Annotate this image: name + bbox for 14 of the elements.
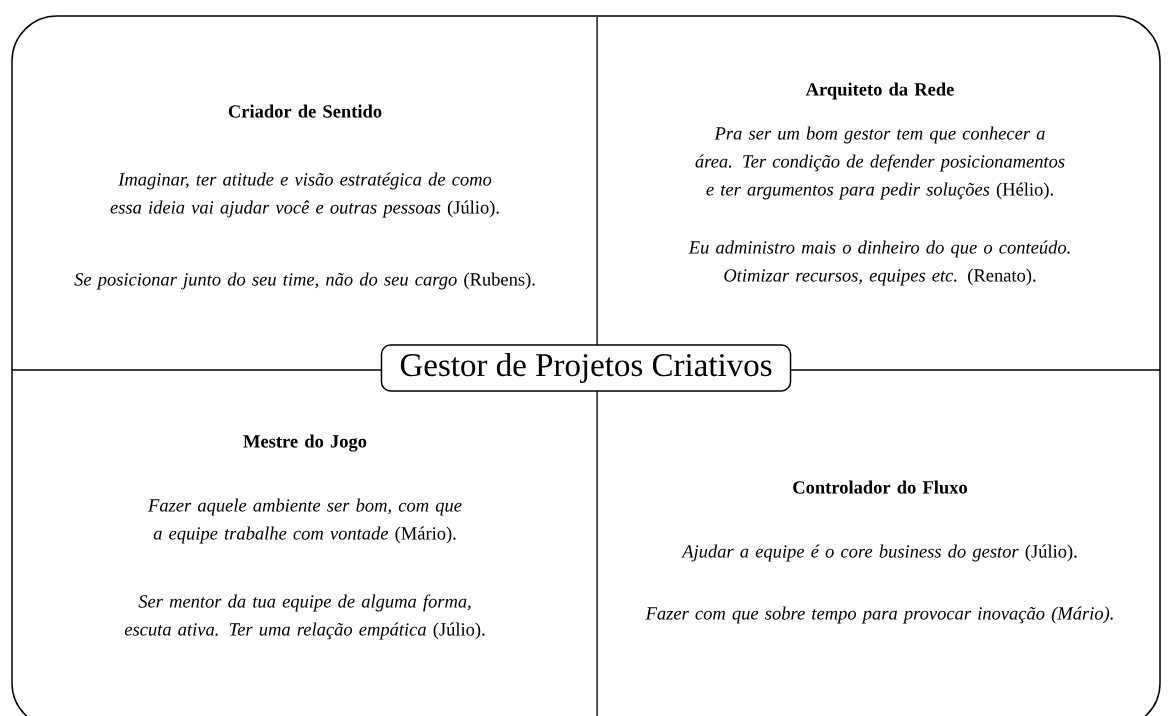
quote-text: Fazer aquele ambiente ser bom, com que a equipe trabalhe com vontade (Mário). bbox=[147, 498, 462, 544]
quote-text: Eu administro mais o dinheiro do que o conteúdo. Otimizar recursos, equipes etc. (Renato). bbox=[688, 240, 1070, 286]
quote-text: Se posicionar junto do seu time, não do seu cargo (Rubens). bbox=[74, 272, 535, 290]
title-box: Gestor de Projetos Criativos bbox=[380, 344, 792, 392]
quote-text: Ser mentor da tua equipe de alguma forma, escuta ativa. Ter uma relação empática (Júlio). bbox=[124, 594, 485, 640]
frame bbox=[11, 15, 1161, 716]
heading: Mestre do Jogo bbox=[243, 434, 367, 452]
heading: Controlador do Fluxo bbox=[793, 480, 967, 494]
quote-text: Pra ser um bom gestor tem que conhecer a área. Ter condição de defender posicionamentos e ter argumentos para pedir soluções (Hélio). bbox=[695, 126, 1065, 200]
quote-text: Imaginar, ter atitude e visão estratégica de como essa ideia vai ajudar você e outras pessoas (Júlio). bbox=[110, 172, 499, 218]
heading: Criador de Sentido bbox=[228, 104, 382, 118]
quote-text: Ajudar a equipe é o core business do gestor (Júlio). bbox=[681, 544, 1077, 562]
quote-text: Fazer com que sobre tempo para provocar inovação (Mário). bbox=[645, 606, 1113, 624]
heading: Arquiteto da Rede bbox=[805, 82, 954, 100]
